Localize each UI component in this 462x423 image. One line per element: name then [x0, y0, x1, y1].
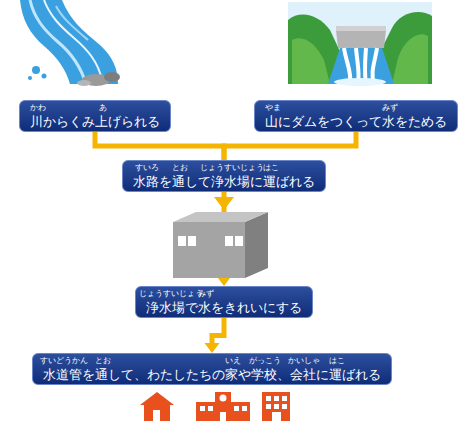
school-icon-part	[220, 412, 226, 421]
school-icon-part	[215, 392, 231, 421]
river-picture-part	[44, 0, 102, 80]
process-box: 水道管を通して、わたしたちの家や学校、会社に運ばれる すいどうかんとお いえがっこう…	[32, 353, 392, 385]
dam-picture-part	[392, 34, 428, 84]
purification-plant-part	[235, 236, 243, 246]
furigana: かいしゃ	[288, 356, 320, 365]
furigana: みず	[382, 103, 398, 112]
school-icon-part	[234, 406, 239, 411]
box-text: 水路を通して浄水場に運ばれる	[133, 174, 315, 190]
river-picture-part	[42, 74, 47, 79]
dam-picture-part	[292, 38, 330, 84]
office-icon-part	[266, 396, 271, 401]
arrow-chevron	[214, 197, 234, 210]
furigana: じょうすいじょう	[139, 289, 203, 298]
furigana: とお	[95, 356, 111, 365]
furigana: とお	[172, 163, 188, 172]
flow-connector	[212, 318, 224, 343]
furigana: すいろ	[135, 163, 159, 172]
office-icon-part	[262, 392, 290, 421]
river-picture-part	[77, 80, 91, 86]
river-picture-part	[104, 72, 120, 82]
office-icon	[262, 392, 290, 421]
school-icon-part	[208, 406, 213, 411]
furigana: みず	[198, 289, 214, 298]
arrow-chevron-part	[214, 197, 234, 210]
furigana: あ	[99, 103, 107, 112]
dam-picture-part	[336, 30, 386, 48]
furigana: すいどうかん	[40, 356, 88, 365]
process-box: 浄水場で水をきれいにする じょうすいじょうみず	[135, 286, 313, 318]
purification-plant-part	[178, 236, 186, 246]
house-icon-part	[153, 410, 160, 421]
furigana: やま	[265, 103, 281, 112]
office-icon-part	[282, 396, 287, 401]
purification-plant	[173, 212, 268, 278]
purification-plant-part	[245, 212, 268, 278]
house-icon-part	[140, 392, 174, 421]
furigana: いえ	[225, 356, 241, 365]
school-icon	[196, 392, 250, 421]
school-icon-part	[220, 395, 227, 402]
office-icon-part	[274, 404, 279, 409]
office-icon-part	[272, 412, 281, 421]
box-text: 浄水場で水をきれいにする	[146, 300, 302, 316]
office-icon-part	[282, 404, 287, 409]
furigana: はこ	[263, 163, 279, 172]
school-icon-part	[242, 406, 247, 411]
dam-picture	[288, 2, 432, 86]
process-box: 水路を通して浄水場に運ばれる すいろ とお じょうすいじょうはこ	[122, 160, 326, 192]
furigana: かわ	[30, 103, 46, 112]
box-text: 水道管を通して、わたしたちの家や学校、会社に運ばれる	[43, 367, 381, 383]
box-text: 山にダムをつくって水をためる	[265, 114, 447, 130]
river-picture-part	[56, 6, 88, 40]
purification-plant-part	[173, 222, 245, 278]
flow-connector	[224, 132, 356, 160]
process-box: 山にダムをつくって水をためる やま みず	[254, 100, 458, 132]
office-icon-part	[266, 404, 271, 409]
purification-plant-part	[173, 212, 268, 222]
river-picture-part	[20, 0, 118, 84]
house-icon	[140, 392, 174, 421]
dam-picture-part	[336, 26, 386, 31]
river-picture-part	[32, 66, 40, 74]
river-picture	[20, 0, 120, 86]
furigana: はこ	[329, 356, 345, 365]
office-icon-part	[274, 396, 279, 401]
school-icon-part	[200, 406, 205, 411]
dam-picture-part	[288, 2, 432, 84]
furigana: がっこう	[249, 356, 281, 365]
purification-plant-part	[188, 236, 196, 246]
purification-plant-part	[225, 236, 233, 246]
process-box: 川からくみ上げられる かわ あ	[19, 100, 171, 132]
flow-connector	[95, 132, 224, 160]
river-picture-part	[28, 76, 32, 80]
furigana: じょうすいじょう	[200, 163, 264, 172]
box-text: 川からくみ上げられる	[30, 114, 160, 130]
dam-picture-part	[334, 78, 386, 86]
